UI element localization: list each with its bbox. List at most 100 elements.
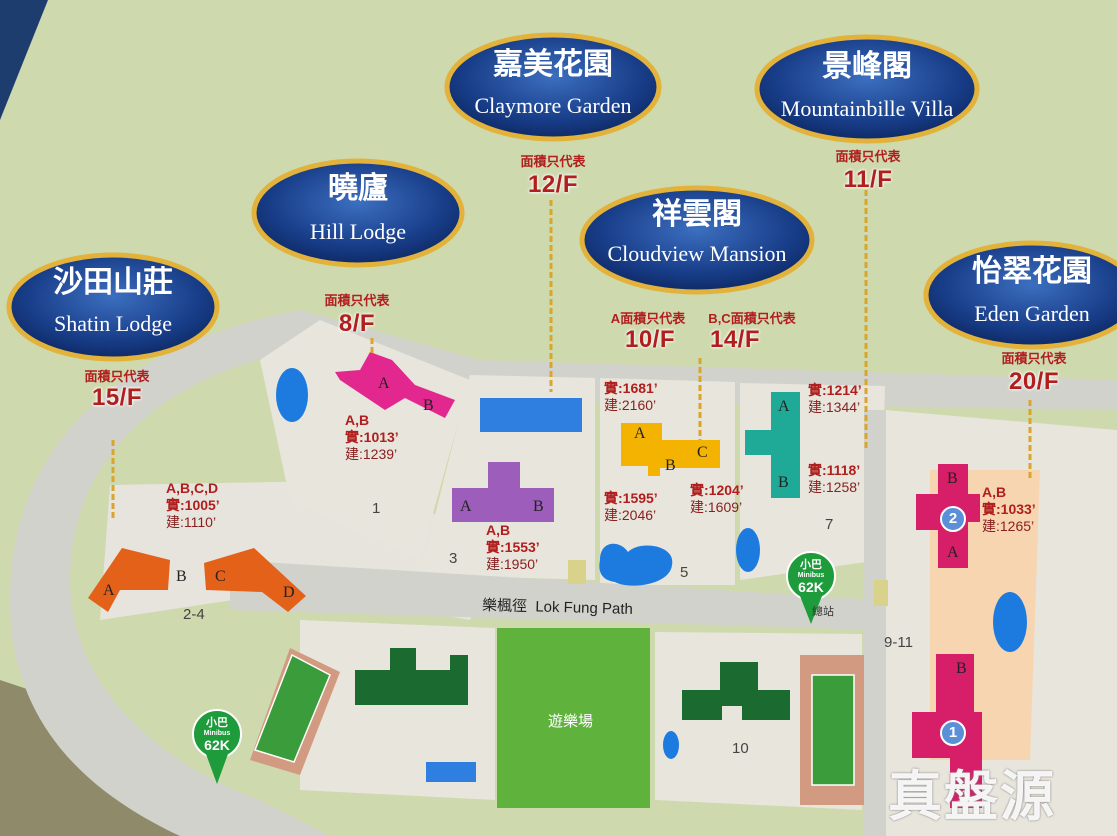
- reference-floor: 15/F: [91, 384, 143, 411]
- unit-letter: B: [423, 397, 434, 414]
- estate-name-en: Cloudview Mansion: [607, 241, 787, 266]
- badge-cloudview-shape: [579, 185, 815, 295]
- area-label-eden: A,B 實:1033’ 建:1265’: [982, 484, 1036, 534]
- area-label-cloudview-a: 實:1681’ 建:2160’: [604, 380, 658, 414]
- playground-label: 遊樂場: [548, 713, 594, 730]
- area-units: A,B,C,D: [166, 480, 219, 496]
- area-units: A,B: [345, 412, 370, 428]
- area-note-a: A面積只代表: [610, 311, 686, 326]
- block-marker-2: 2: [940, 506, 966, 532]
- badge-shatin-shape: [6, 252, 220, 362]
- playground: [497, 628, 650, 808]
- area-label-hill: A,B 實:1013’ 建:1239’: [345, 412, 399, 462]
- badge-hill-shape: [251, 158, 465, 268]
- area-saleable: 實:1118’: [808, 462, 861, 478]
- lot-number: 10: [732, 740, 749, 757]
- unit-letter: A: [958, 788, 970, 805]
- lot-number: 7: [825, 516, 834, 533]
- area-label-cloudview-c: 實:1204’ 建:1609’: [690, 482, 744, 516]
- minibus-label-west: 小巴 Minibus 62K: [194, 708, 240, 753]
- tennis-court-2: [811, 674, 855, 786]
- unit-letter: A: [778, 398, 790, 415]
- area-note: 面積只代表: [324, 293, 390, 308]
- minibus-route: 62K: [204, 737, 230, 753]
- unit-letter: C: [697, 444, 708, 461]
- area-note: 面積只代表: [1001, 351, 1067, 366]
- lot-number: 3: [449, 550, 458, 567]
- area-label-mountain-a: 實:1214’ 建:1344’: [808, 382, 862, 416]
- watermark: 真盤源: [888, 765, 1056, 828]
- unit-letter: A: [103, 582, 115, 599]
- lot-1: [260, 320, 470, 560]
- area-saleable: 實:1013’: [345, 428, 399, 445]
- area-note: 面積只代表: [835, 149, 901, 164]
- minibus-en: Minibus: [203, 730, 231, 737]
- badge-eden-shape: [923, 240, 1117, 350]
- corner-decoration: [0, 0, 48, 120]
- area-units: A,B: [486, 522, 511, 538]
- area-gross: 建:1950’: [486, 555, 539, 572]
- minibus-pin-west-tip: [206, 754, 228, 784]
- minibus-pin-east: [786, 551, 836, 624]
- reference-floor-bc: 14/F: [709, 326, 761, 353]
- green-building-east: [682, 662, 790, 720]
- unit-letter: B: [947, 470, 958, 487]
- minibus-label-east: 小巴 Minibus 62K: [788, 550, 834, 595]
- estate-name-cn: 沙田山莊: [53, 265, 173, 300]
- reference-floor: 20/F: [1008, 368, 1060, 395]
- area-label-claymore: A,B 實:1553’ 建:1950’: [486, 522, 540, 572]
- hill-lodge-building: [335, 352, 455, 418]
- terminus-label: 總站: [812, 606, 834, 618]
- road-label: 樂楓徑 Lok Fung Path: [481, 597, 634, 618]
- badge-claymore: [444, 32, 662, 142]
- unit-letter: D: [283, 584, 295, 601]
- pool-cloudview: [599, 543, 673, 586]
- lot-number: 2-4: [183, 606, 205, 623]
- unit-letter: A: [460, 498, 472, 515]
- estate-name-cn: 曉廬: [328, 171, 388, 206]
- estate-name-en: Mountainbille Villa: [780, 96, 954, 121]
- unit-letter: B: [778, 474, 789, 491]
- area-gross: 建:1239’: [345, 445, 398, 462]
- area-note: 面積只代表: [84, 369, 150, 384]
- lot-south-west: [300, 620, 495, 800]
- pool-eden: [993, 592, 1027, 652]
- area-gross: 建:2160’: [604, 396, 657, 413]
- pool-lot-10: [663, 731, 679, 759]
- pad-3: [568, 560, 586, 584]
- pad-7: [874, 580, 888, 606]
- area-gross: 建:1265’: [982, 517, 1035, 534]
- mountain-building: [745, 392, 800, 498]
- unit-letter: B: [533, 498, 544, 515]
- estate-name-en: Eden Garden: [974, 301, 1090, 326]
- claymore-building: [452, 462, 554, 522]
- area-note: 面積只代表: [520, 154, 586, 169]
- reference-floor-a: 10/F: [624, 326, 676, 353]
- badge-eden: [923, 240, 1117, 350]
- area-saleable: 實:1005’: [166, 496, 220, 513]
- leader-lines: [111, 190, 1032, 520]
- minibus-route: 62K: [798, 579, 824, 595]
- minibus-pin-east-tip: [800, 596, 822, 624]
- badge-claymore-shape: [444, 32, 662, 142]
- area-label-mountain-b: 實:1118’ 建:1258’: [808, 462, 860, 496]
- minibus-pin-west: [192, 709, 242, 784]
- green-building-west: [355, 648, 468, 705]
- reference-floor: 11/F: [843, 166, 893, 193]
- area-gross: 建:1609’: [690, 498, 743, 515]
- estate-name-cn: 祥雲閣: [652, 197, 742, 232]
- cloudview-building: [621, 423, 720, 476]
- badge-shatin: [6, 252, 220, 362]
- area-saleable: 實:1033’: [982, 500, 1036, 517]
- pool-claymore: [480, 398, 582, 432]
- area-note-bc: B,C面積只代表: [708, 311, 796, 326]
- area-saleable: 實:1681’: [604, 380, 658, 396]
- lot-number: 1: [372, 500, 381, 517]
- estate-name-en: Shatin Lodge: [54, 311, 172, 336]
- area-saleable: 實:1204’: [690, 482, 744, 498]
- unit-letter: A: [378, 375, 390, 392]
- estate-name-cn: 嘉美花園: [493, 47, 613, 82]
- unit-letter: B: [956, 660, 967, 677]
